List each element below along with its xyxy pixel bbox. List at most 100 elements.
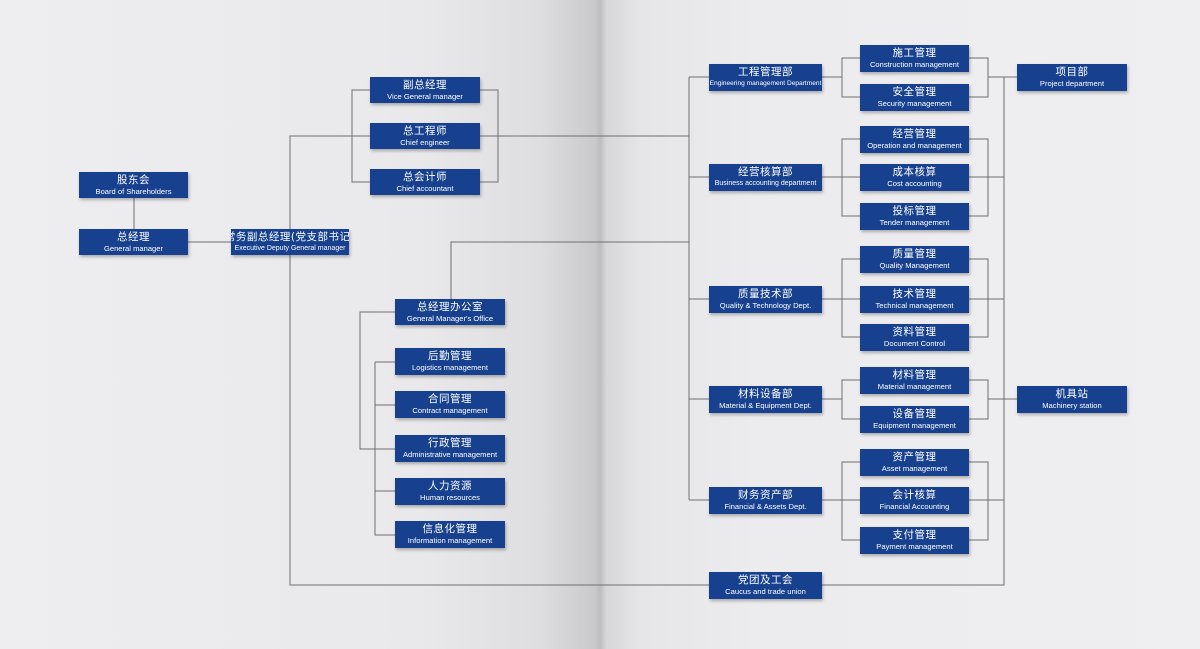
node-project-department: 项目部 Project department	[1017, 64, 1127, 91]
node-payment-management: 支付管理 Payment management	[860, 527, 969, 554]
node-label-en: Material management	[877, 382, 952, 391]
node-engineering-dept: 工程管理部 Engineering management Department	[709, 64, 822, 91]
node-label-zh: 资料管理	[892, 326, 937, 338]
node-label-en: Technical management	[875, 301, 954, 310]
node-label-en: Chief accountant	[396, 183, 454, 193]
node-label-en: Machinery station	[1042, 401, 1102, 410]
node-label-en: Engineering management Department	[709, 80, 822, 87]
node-document-control: 资料管理 Document Control	[860, 324, 969, 351]
node-label-en: Payment management	[876, 542, 953, 551]
node-label-zh: 经营管理	[892, 128, 937, 140]
node-label-zh: 安全管理	[892, 86, 937, 98]
node-label-zh: 技术管理	[892, 288, 937, 300]
node-label-zh: 财务资产部	[738, 489, 793, 501]
node-financial-assets-dept: 财务资产部 Financial & Assets Dept.	[709, 487, 822, 514]
node-label-en: Executive Deputy General manager	[234, 244, 346, 252]
node-label-en: Chief engineer	[400, 137, 450, 147]
node-quality-management: 质量管理 Quality Management	[860, 246, 969, 273]
node-tender-management: 投标管理 Tender management	[860, 203, 969, 230]
node-label-zh: 支付管理	[892, 529, 937, 541]
node-label-zh: 成本核算	[892, 166, 937, 178]
node-label-en: Construction management	[869, 60, 960, 69]
node-material-equipment-dept: 材料设备部 Material & Equipment Dept.	[709, 386, 822, 413]
node-board-of-shareholders: 股东会 Board of Shareholders	[79, 172, 188, 198]
node-label-en: Board of Shareholders	[95, 186, 172, 196]
node-label-zh: 总经理办公室	[417, 300, 483, 313]
node-machinery-station: 机具站 Machinery station	[1017, 386, 1127, 413]
node-general-manager: 总经理 General manager	[79, 229, 188, 255]
node-asset-management: 资产管理 Asset management	[860, 449, 969, 476]
node-label-en: Vice General manager	[387, 91, 463, 101]
node-human-resources: 人力资源 Human resources	[395, 478, 505, 505]
node-label-zh: 项目部	[1055, 66, 1089, 78]
node-information-management: 信息化管理 Information management	[395, 521, 505, 548]
node-vice-general-manager: 副总经理 Vice General manager	[370, 77, 480, 103]
node-label-en: Asset management	[881, 464, 948, 473]
node-label-en: Material & Equipment Dept.	[719, 401, 812, 410]
node-label-zh: 合同管理	[428, 393, 472, 405]
node-label-en: Contract management	[412, 406, 488, 415]
node-label-zh: 总经理	[117, 230, 150, 243]
node-label-zh: 股东会	[117, 173, 150, 186]
node-label-zh: 行政管理	[428, 437, 472, 449]
node-label-en: Logistics management	[412, 363, 488, 372]
node-cost-accounting: 成本核算 Cost accounting	[860, 164, 969, 191]
node-contract: 合同管理 Contract management	[395, 391, 505, 418]
node-label-en: Quality & Technology Dept.	[719, 301, 812, 310]
node-label-zh: 施工管理	[892, 47, 937, 59]
node-caucus-trade-union: 党团及工会 Caucus and trade union	[709, 572, 822, 599]
node-label-zh: 质量管理	[892, 248, 937, 260]
node-quality-tech-dept: 质量技术部 Quality & Technology Dept.	[709, 286, 822, 313]
node-label-en: Human resources	[420, 493, 480, 502]
node-label-zh: 投标管理	[892, 205, 937, 217]
node-gm-office: 总经理办公室 General Manager's Office	[395, 299, 505, 325]
node-label-en: Business accounting department	[714, 180, 817, 187]
node-technical-management: 技术管理 Technical management	[860, 286, 969, 313]
node-financial-accounting: 会计核算 Financial Accounting	[860, 487, 969, 514]
node-security-management: 安全管理 Security management	[860, 84, 969, 111]
node-label-zh: 经营核算部	[738, 166, 793, 178]
node-material-management: 材料管理 Material management	[860, 367, 969, 394]
node-label-en: Security management	[877, 99, 952, 108]
node-label-en: Caucus and trade union	[725, 587, 806, 596]
node-label-zh: 机具站	[1055, 388, 1089, 400]
node-label-zh: 设备管理	[892, 408, 937, 420]
node-label-zh: 会计核算	[892, 489, 937, 501]
node-construction-management: 施工管理 Construction management	[860, 45, 969, 72]
node-equipment-management: 设备管理 Equipment management	[860, 406, 969, 433]
node-label-en: Equipment management	[873, 421, 956, 430]
node-label-en: Financial & Assets Dept.	[724, 502, 807, 511]
node-chief-engineer: 总工程师 Chief engineer	[370, 123, 480, 149]
node-label-en: Administrative management	[402, 450, 498, 459]
node-operation-management: 经营管理 Operation and management	[860, 126, 969, 153]
node-label-en: Cost accounting	[887, 179, 942, 188]
node-label-en: Financial Accounting	[879, 502, 950, 511]
node-label-zh: 人力资源	[428, 480, 472, 492]
node-label-zh: 质量技术部	[738, 288, 793, 300]
node-label-zh: 资产管理	[892, 451, 937, 463]
node-label-en: Operation and management	[867, 141, 962, 150]
node-label-en: Quality Management	[879, 261, 950, 270]
node-administrative: 行政管理 Administrative management	[395, 435, 505, 462]
node-label-zh: 信息化管理	[422, 523, 478, 535]
node-label-zh: 总工程师	[403, 124, 447, 137]
node-label-zh: 工程管理部	[738, 66, 793, 78]
node-label-zh: 材料管理	[892, 369, 937, 381]
node-chief-accountant: 总会计师 Chief accountant	[370, 169, 480, 195]
node-label-en: General manager	[103, 243, 164, 253]
node-label-zh: 后勤管理	[428, 350, 472, 362]
node-label-zh: 常务副总经理(党支部书记)	[231, 230, 349, 243]
node-executive-deputy-gm: 常务副总经理(党支部书记) Executive Deputy General m…	[231, 229, 349, 255]
node-label-en: General Manager's Office	[406, 313, 494, 323]
node-label-en: Information management	[407, 536, 493, 545]
node-label-en: Tender management	[879, 218, 950, 227]
node-business-accounting-dept: 经营核算部 Business accounting department	[709, 164, 822, 191]
node-label-zh: 总会计师	[403, 170, 447, 183]
node-label-zh: 副总经理	[403, 78, 447, 91]
node-label-en: Document Control	[883, 339, 946, 348]
node-label-zh: 党团及工会	[738, 574, 793, 586]
node-label-en: Project department	[1039, 79, 1105, 88]
node-label-zh: 材料设备部	[738, 388, 793, 400]
node-logistics: 后勤管理 Logistics management	[395, 348, 505, 375]
